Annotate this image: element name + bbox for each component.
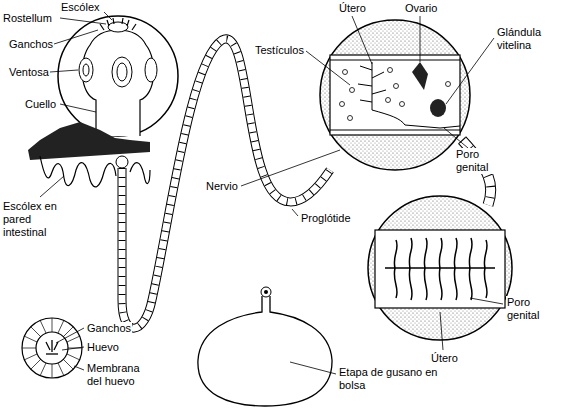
part-label: Poro genital [506, 296, 553, 322]
part-label: Poro genital [455, 148, 497, 174]
part-label: Ganchos [8, 38, 54, 51]
intestinal-wall [28, 122, 150, 187]
gravid-proglottid [368, 196, 512, 340]
part-label: Rostellum [2, 12, 53, 25]
part-label: Ganchos [86, 322, 132, 335]
part-label: Escólex en pared intestinal [2, 200, 66, 239]
part-label: Ventosa [8, 66, 50, 79]
leader-lines [40, 12, 503, 374]
part-label: Cuello [24, 98, 57, 111]
scolex-magnified [58, 16, 178, 136]
part-label: Membrana del huevo [86, 362, 144, 388]
part-label: Etapa de gusano en bolsa [338, 366, 440, 392]
part-label: Útero [430, 352, 459, 365]
part-label: Útero [338, 2, 367, 15]
part-label: Glándula vitelina [496, 26, 560, 52]
cysticercus [198, 287, 332, 406]
mature-proglottid [320, 20, 470, 170]
part-label: Nervio [205, 180, 239, 193]
part-label: Testículos [254, 44, 305, 57]
part-label: Escólex [60, 1, 101, 14]
egg [22, 318, 82, 378]
part-label: Huevo [86, 341, 120, 354]
part-label: Proglótide [300, 212, 352, 225]
part-label: Ovario [404, 2, 438, 15]
